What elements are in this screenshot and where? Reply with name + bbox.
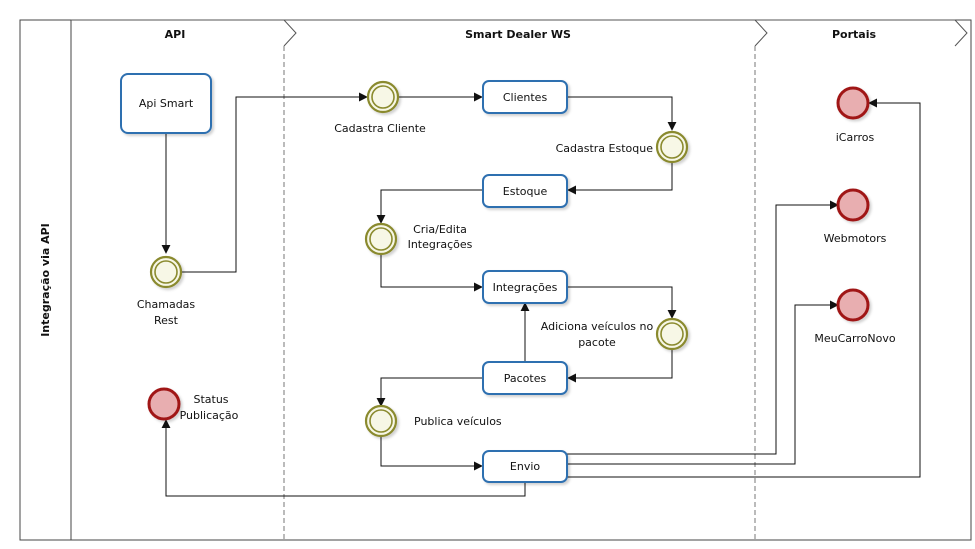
lane-header-smart bbox=[284, 19, 768, 47]
flow-cadastra-estoque-to-estoque bbox=[567, 162, 673, 195]
lane-label-smart: Smart Dealer WS bbox=[465, 28, 571, 41]
task-api-smart-label: Api Smart bbox=[139, 97, 194, 110]
event-adiciona-veiculos[interactable] bbox=[655, 317, 689, 351]
label-adiciona-line2: pacote bbox=[578, 336, 616, 349]
label-webmotors: Webmotors bbox=[824, 232, 887, 245]
event-cadastra-estoque[interactable] bbox=[655, 130, 689, 164]
flow-cria-edita-to-integracoes bbox=[380, 255, 483, 292]
flow-clientes-to-cadastra-estoque bbox=[567, 96, 677, 131]
label-status-line2: Publicação bbox=[180, 409, 239, 422]
flow-publica-to-envio bbox=[380, 437, 483, 471]
label-cria-edita-line1: Cria/Edita bbox=[413, 223, 467, 236]
flow-estoque-to-cria-edita bbox=[376, 189, 483, 224]
lane-label-api: API bbox=[165, 28, 186, 41]
flow-envio-to-meucarronovo bbox=[567, 300, 839, 465]
label-chamadas-line1: Chamadas bbox=[137, 298, 196, 311]
event-cria-edita[interactable] bbox=[364, 222, 398, 256]
lane-label-portais: Portais bbox=[832, 28, 876, 41]
task-estoque[interactable]: Estoque bbox=[482, 174, 568, 208]
lane-header-portais bbox=[755, 19, 968, 47]
label-meucarronovo: MeuCarroNovo bbox=[814, 332, 895, 345]
lane-header-api bbox=[71, 19, 297, 47]
event-meucarronovo[interactable] bbox=[836, 288, 870, 322]
flow-integracoes-to-adiciona bbox=[567, 286, 677, 319]
label-chamadas-line2: Rest bbox=[154, 314, 179, 327]
flow-adiciona-to-pacotes bbox=[567, 350, 673, 383]
event-webmotors[interactable] bbox=[836, 188, 870, 222]
pool-label: Integração via API bbox=[39, 223, 52, 337]
sequence-flows bbox=[161, 92, 921, 497]
event-chamadas-rest[interactable] bbox=[149, 255, 183, 289]
task-envio[interactable]: Envio bbox=[482, 450, 568, 483]
label-publica-veiculos: Publica veículos bbox=[414, 415, 502, 428]
label-cadastra-estoque: Cadastra Estoque bbox=[556, 142, 654, 155]
task-envio-label: Envio bbox=[510, 460, 540, 473]
label-status-line1: Status bbox=[193, 393, 228, 406]
flow-envio-to-icarros bbox=[567, 98, 921, 478]
event-labels: Chamadas Rest Cadastra Cliente Cadastra … bbox=[137, 122, 896, 428]
event-cadastra-cliente[interactable] bbox=[366, 80, 400, 114]
event-icarros[interactable] bbox=[836, 86, 870, 120]
label-cria-edita-line2: Integrações bbox=[408, 238, 473, 251]
task-estoque-label: Estoque bbox=[503, 185, 548, 198]
flow-envio-to-status bbox=[161, 419, 526, 497]
event-publica-veiculos[interactable] bbox=[364, 404, 398, 438]
flow-chamadas-to-cadastra-cliente bbox=[181, 92, 368, 273]
task-clientes-label: Clientes bbox=[503, 91, 548, 104]
task-integracoes[interactable]: Integrações bbox=[482, 270, 568, 304]
lane-headers: API Smart Dealer WS Portais bbox=[71, 19, 968, 47]
label-icarros: iCarros bbox=[836, 131, 875, 144]
label-adiciona-line1: Adiciona veículos no bbox=[541, 320, 654, 333]
task-pacotes[interactable]: Pacotes bbox=[482, 361, 568, 395]
flow-pacotes-to-publica bbox=[376, 377, 483, 407]
label-cadastra-cliente: Cadastra Cliente bbox=[334, 122, 426, 135]
flow-envio-to-webmotors bbox=[567, 200, 839, 455]
task-clientes[interactable]: Clientes bbox=[482, 80, 568, 114]
task-integracoes-label: Integrações bbox=[493, 281, 558, 294]
task-pacotes-label: Pacotes bbox=[504, 372, 547, 385]
task-api-smart[interactable]: Api Smart bbox=[120, 73, 212, 134]
event-status-publicacao[interactable] bbox=[147, 387, 181, 421]
